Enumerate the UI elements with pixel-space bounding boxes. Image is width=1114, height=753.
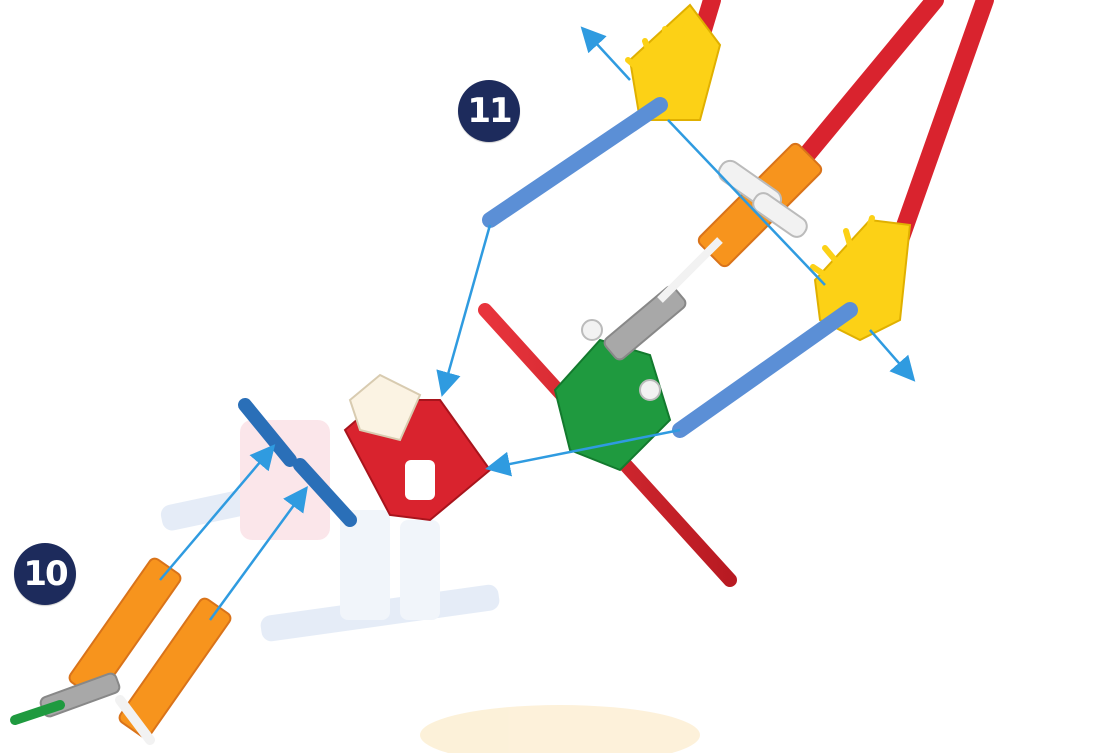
green-connector-assembly	[555, 240, 720, 470]
blue-arrow-icon	[668, 120, 825, 285]
red-rods	[485, 0, 985, 580]
step-number-badge-10: 10	[14, 543, 76, 605]
blue-arrow-icon	[870, 330, 912, 378]
red-white-connector	[345, 375, 490, 520]
step-number-badge-11: 11	[458, 80, 520, 142]
blue-arrow-icon	[584, 30, 630, 80]
